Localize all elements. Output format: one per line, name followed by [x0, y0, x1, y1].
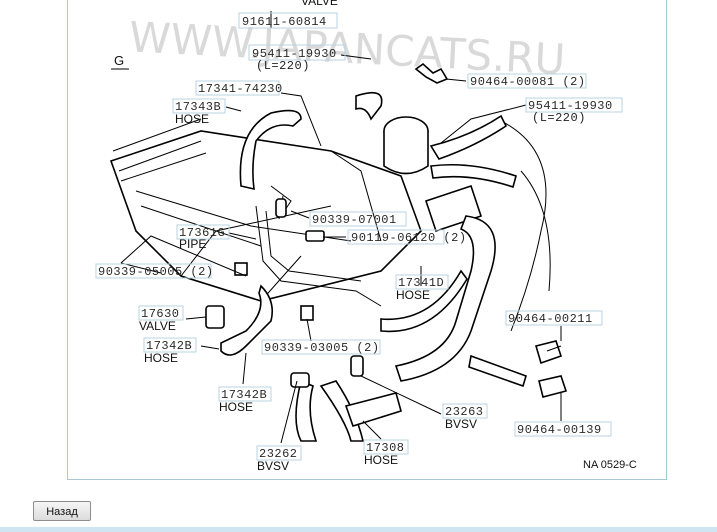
- watermark: WWW.JAPANCATS.RU: [128, 12, 567, 84]
- labels: 91611-60814 95411-19930 (L=220) 17341-74…: [95, 12, 637, 473]
- part-name-23262: BVSV: [257, 459, 289, 473]
- part-label-17341d[interactable]: 17341D: [398, 276, 444, 290]
- part-label-17343b[interactable]: 17343B: [175, 100, 221, 114]
- part-label-95411-19930-b[interactable]: 95411-19930: [528, 99, 613, 113]
- part-label-90339-03005[interactable]: 90339-03005 (2): [264, 341, 380, 355]
- part-label-90464-00081[interactable]: 90464-00081 (2): [470, 75, 586, 89]
- lower-hoses-drawing: [205, 198, 568, 442]
- part-label-17342b-b[interactable]: 17342B: [221, 388, 267, 402]
- part-label-90464-00139[interactable]: 90464-00139: [517, 423, 602, 437]
- part-name-17342b-b: HOSE: [219, 400, 253, 414]
- diagram-frame: WWW.JAPANCATS.RU VALVE G: [67, 0, 667, 480]
- part-name-23263: BVSV: [445, 417, 477, 431]
- footer-bar: [0, 494, 717, 532]
- part-label-90119-06120[interactable]: 90119-06120 (2): [351, 231, 467, 245]
- part-label-17630[interactable]: 17630: [141, 307, 180, 321]
- part-label-90464-00211[interactable]: 90464-00211: [508, 312, 593, 326]
- part-label-95411-19930-a[interactable]: 95411-19930: [252, 47, 337, 61]
- part-note-length-b: (L=220): [532, 111, 586, 125]
- part-label-90339-05005[interactable]: 90339-05005 (2): [98, 265, 214, 279]
- cut-top-label: VALVE: [301, 0, 338, 8]
- part-label-17342b-a[interactable]: 17342B: [146, 339, 192, 353]
- part-name-17342b-a: HOSE: [144, 351, 178, 365]
- part-name-17341d: HOSE: [396, 288, 430, 302]
- part-label-23262[interactable]: 23262: [259, 447, 298, 461]
- part-label-17361g[interactable]: 17361G: [179, 226, 225, 240]
- back-button[interactable]: Назад: [33, 501, 91, 521]
- part-name-17343b: HOSE: [175, 112, 209, 126]
- part-name-17630: VALVE: [139, 319, 176, 333]
- leader-lines: [120, 11, 562, 444]
- parts-diagram: WWW.JAPANCATS.RU VALVE G: [95, 0, 637, 473]
- part-label-91611-60814[interactable]: 91611-60814: [242, 15, 327, 29]
- part-label-17308[interactable]: 17308: [366, 441, 405, 455]
- bottom-border: [0, 527, 717, 532]
- intake-body-drawing: [109, 116, 551, 382]
- part-note-length-a: (L=220): [256, 59, 310, 73]
- part-label-90339-07001[interactable]: 90339-07001: [312, 213, 397, 227]
- part-label-17341-74230[interactable]: 17341-74230: [198, 82, 283, 96]
- part-label-23263[interactable]: 23263: [445, 405, 484, 419]
- part-name-17361g: PIPE: [179, 237, 206, 251]
- upper-hoses-drawing: [239, 62, 517, 220]
- section-label: G: [114, 53, 124, 68]
- diagram-code: NA 0529-C: [583, 459, 637, 471]
- part-name-17308: HOSE: [364, 453, 398, 467]
